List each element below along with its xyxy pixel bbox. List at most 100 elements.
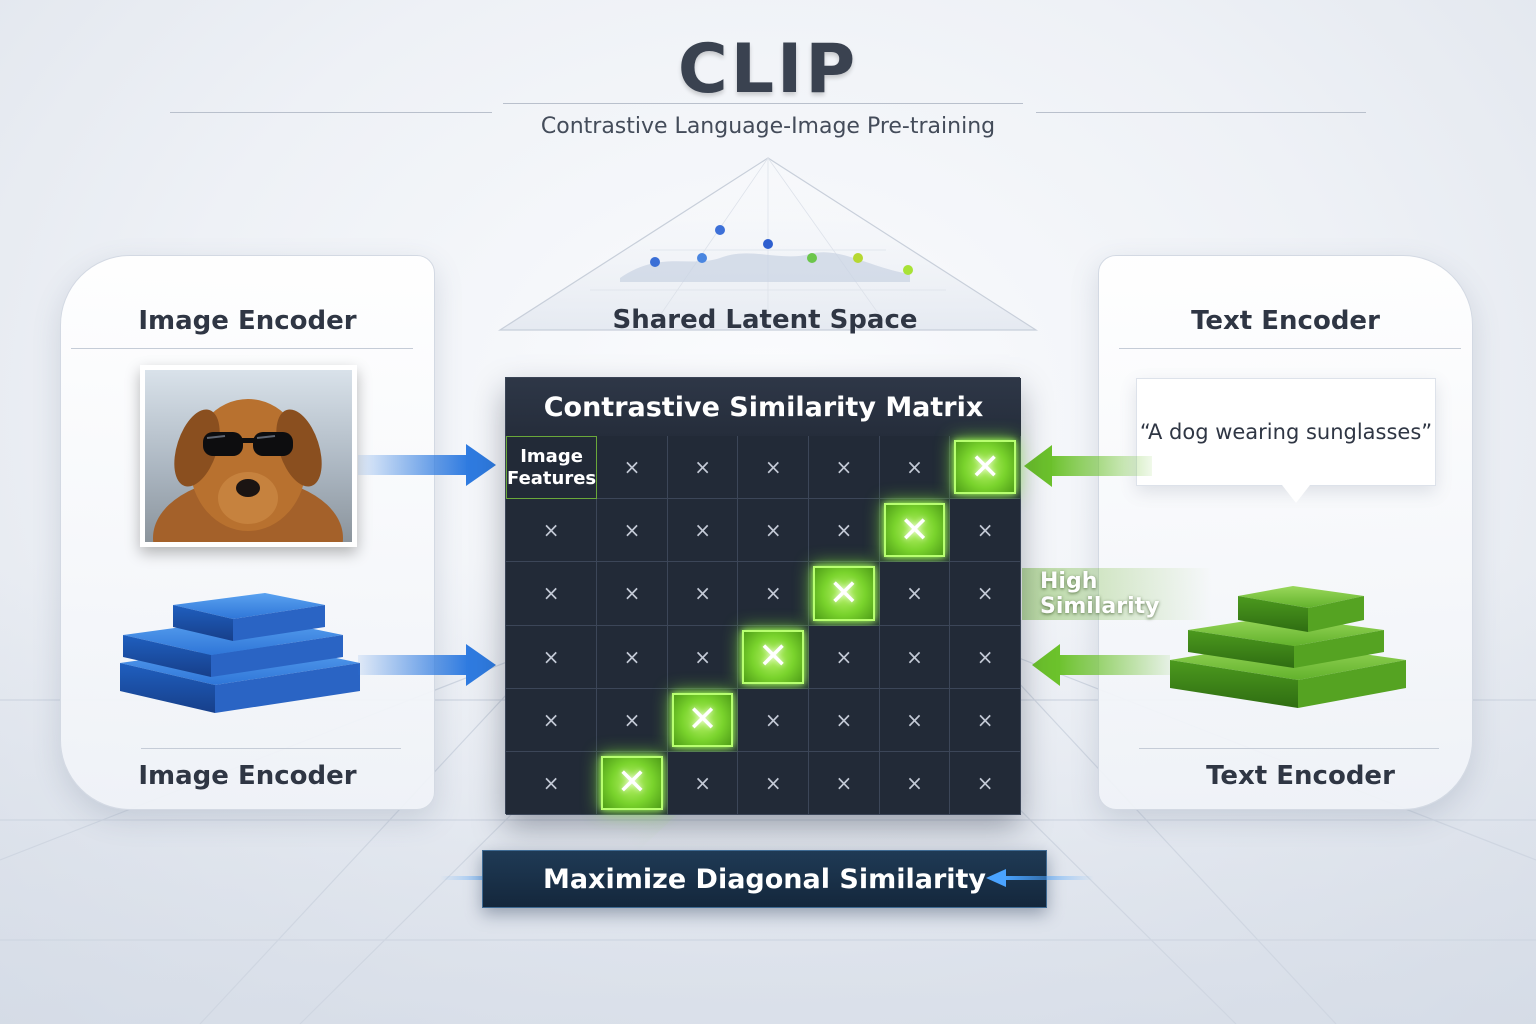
title-divider-right xyxy=(1036,112,1366,113)
caption-text: “A dog wearing sunglasses” xyxy=(1139,420,1433,444)
cell-mark: × xyxy=(835,707,853,732)
image-encoder-title: Image Encoder xyxy=(138,306,357,336)
page-subtitle: Contrastive Language-Image Pre-training xyxy=(540,114,996,139)
cell-mark: × xyxy=(694,770,711,795)
cell-mark: × xyxy=(542,518,560,543)
cell-mark: × xyxy=(623,518,641,543)
objective-banner: Maximize Diagonal Similarity xyxy=(482,850,1047,908)
matrix-cell: × xyxy=(667,436,739,500)
matrix-cell: × xyxy=(667,499,739,563)
cell-mark: × xyxy=(764,455,782,480)
image-panel-divider xyxy=(71,348,413,349)
matrix-cell: × xyxy=(950,625,1021,689)
matrix-cell: × xyxy=(738,436,810,500)
page-title: CLIP xyxy=(677,30,859,109)
cell-mark: × xyxy=(906,707,923,732)
latent-point xyxy=(853,253,863,263)
matrix-cell-high-similarity: ✕ xyxy=(879,499,951,563)
latent-point xyxy=(697,253,707,263)
cell-mark: × xyxy=(623,707,641,732)
matrix-cell: × xyxy=(506,688,598,752)
latent-space-label: Shared Latent Space xyxy=(612,305,918,335)
cell-mark: × xyxy=(694,581,711,606)
text-encoder-stack-icon xyxy=(1168,582,1413,726)
matrix-cell: × xyxy=(879,436,951,500)
cell-mark: × xyxy=(835,644,853,669)
cell-mark: × xyxy=(906,455,923,480)
matrix-cell: × xyxy=(597,436,668,500)
cell-mark: × xyxy=(542,644,560,669)
matrix-cell: × xyxy=(809,625,880,689)
matrix-cell: × xyxy=(879,625,951,689)
matrix-cell: × xyxy=(597,625,668,689)
cell-mark: × xyxy=(835,770,853,795)
matrix-cell: × xyxy=(950,751,1021,815)
cell-mark: × xyxy=(976,770,994,795)
cell-mark: × xyxy=(976,644,994,669)
image-features-label-line1: Image xyxy=(520,445,583,467)
cell-mark: × xyxy=(976,581,994,606)
matrix-cell-high-similarity: ✕ xyxy=(738,625,810,689)
matrix-cell: × xyxy=(506,625,598,689)
cell-mark: × xyxy=(906,644,923,669)
cell-mark: × xyxy=(835,518,853,543)
matrix-cell: × xyxy=(738,688,810,752)
latent-point xyxy=(763,239,773,249)
high-similarity-label: High Similarity xyxy=(1022,568,1212,620)
text-encoder-bottom-label: Text Encoder xyxy=(1206,761,1395,791)
caption-bubble-tail xyxy=(1282,485,1310,503)
highlight-mark: ✕ xyxy=(616,762,648,804)
matrix-cell: × xyxy=(738,499,810,563)
title-underline xyxy=(503,103,1023,104)
text-panel-bottom-divider xyxy=(1139,748,1439,749)
matrix-cell: × xyxy=(506,751,598,815)
cell-mark: × xyxy=(623,644,641,669)
cell-mark: × xyxy=(623,581,641,606)
image-panel-bottom-divider xyxy=(141,748,401,749)
highlight-mark: ✕ xyxy=(687,699,718,741)
highlight-mark: ✕ xyxy=(758,636,789,678)
matrix-cell: × xyxy=(667,751,739,815)
matrix-cell: × xyxy=(879,688,951,752)
highlight-square: ✕ xyxy=(954,440,1016,495)
cell-mark: × xyxy=(835,455,853,480)
cell-mark: × xyxy=(694,644,711,669)
cell-mark: × xyxy=(906,581,923,606)
cell-mark: × xyxy=(976,707,994,732)
latent-point xyxy=(650,257,660,267)
highlight-mark: ✕ xyxy=(970,446,1001,488)
cell-mark: × xyxy=(542,770,560,795)
cell-mark: × xyxy=(542,707,560,732)
dog-photo xyxy=(140,365,357,547)
latent-space-illustration xyxy=(490,150,1046,339)
latent-point xyxy=(715,225,725,235)
highlight-square: ✕ xyxy=(883,503,946,558)
highlight-mark: ✕ xyxy=(828,572,859,614)
matrix-cell-high-similarity: ✕ xyxy=(809,562,880,626)
text-encoder-title: Text Encoder xyxy=(1191,306,1380,336)
matrix-cell: × xyxy=(597,499,668,563)
cell-mark: × xyxy=(764,518,782,543)
highlight-square: ✕ xyxy=(601,755,663,810)
latent-point xyxy=(807,253,817,263)
matrix-cell-high-similarity: ✕ xyxy=(597,751,668,815)
title-divider-left xyxy=(170,112,492,113)
image-encoder-stack-icon xyxy=(115,585,365,739)
matrix-cell: × xyxy=(809,499,880,563)
matrix-cell: × xyxy=(506,499,598,563)
caption-bubble: “A dog wearing sunglasses” xyxy=(1136,378,1436,486)
image-encoder-bottom-label: Image Encoder xyxy=(138,761,357,791)
image-features-label-line2: Features xyxy=(507,467,597,489)
cell-mark: × xyxy=(764,770,782,795)
cell-mark: × xyxy=(542,581,560,606)
matrix-cell: × xyxy=(597,562,668,626)
matrix-title: Contrastive Similarity Matrix xyxy=(506,378,1021,436)
image-to-matrix-arrow-bottom xyxy=(358,640,498,694)
matrix-cell: × xyxy=(809,751,880,815)
matrix-cell: × xyxy=(879,562,951,626)
matrix-cell: × xyxy=(950,499,1021,563)
matrix-cell: × xyxy=(950,562,1021,626)
cell-mark: × xyxy=(694,518,711,543)
